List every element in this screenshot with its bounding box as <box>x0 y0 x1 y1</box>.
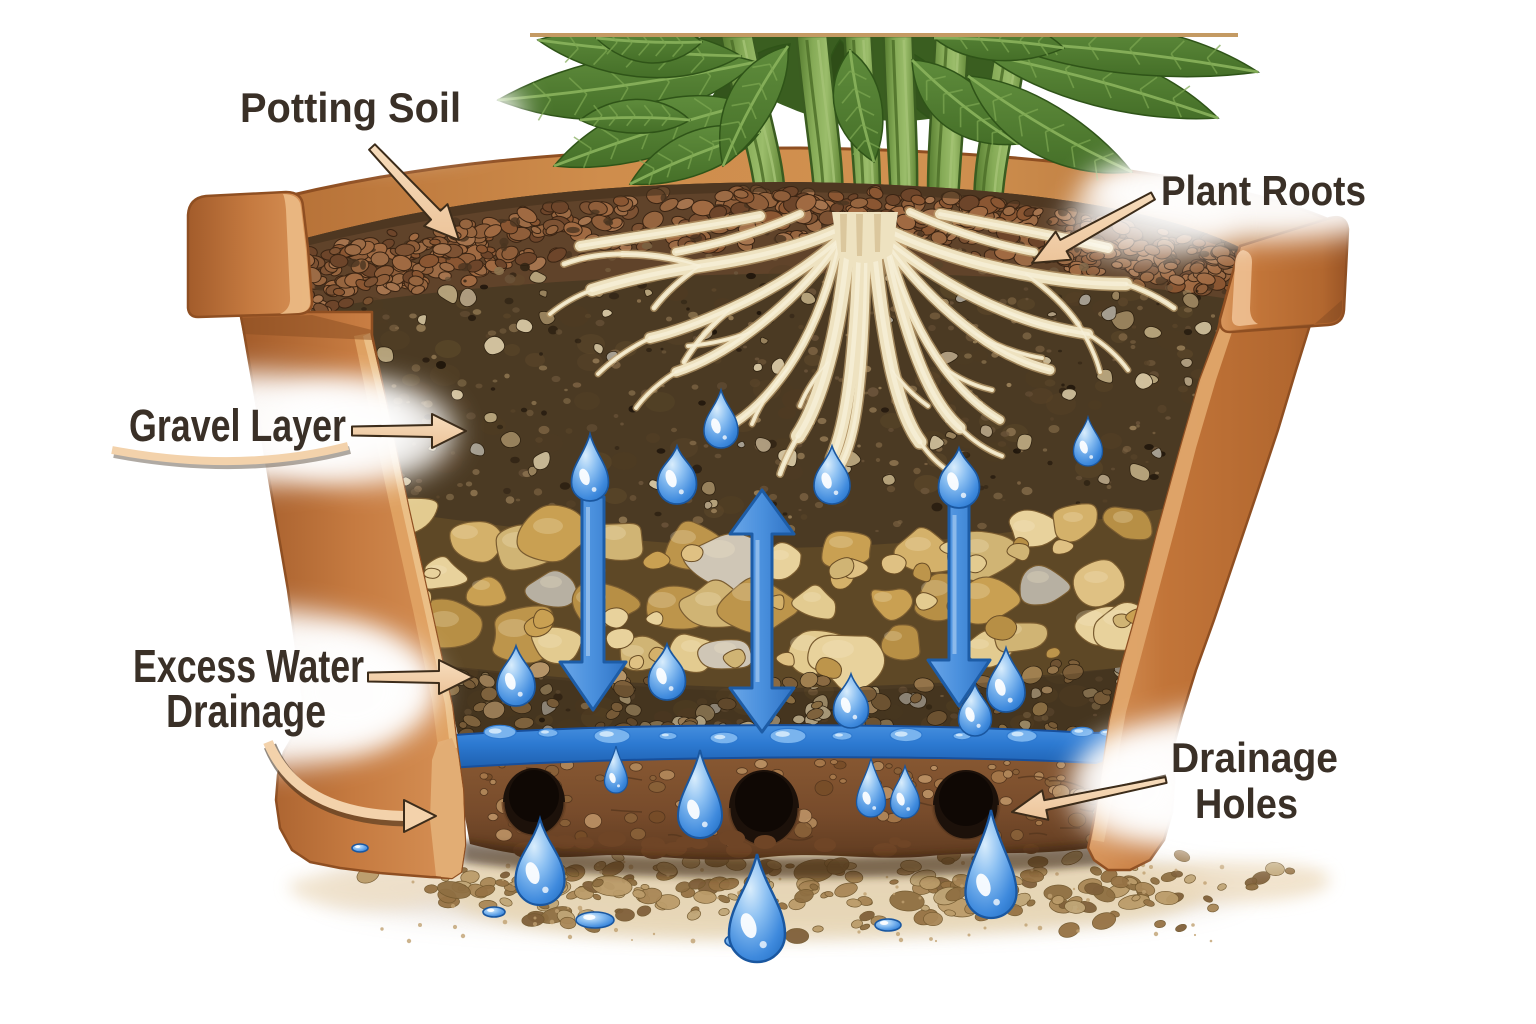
svg-text:Plant Roots: Plant Roots <box>1161 167 1366 214</box>
svg-text:Drainage: Drainage <box>1171 734 1338 781</box>
svg-text:Holes: Holes <box>1195 780 1298 827</box>
svg-text:Gravel Layer: Gravel Layer <box>129 400 346 451</box>
svg-text:Drainage: Drainage <box>166 685 326 737</box>
svg-text:Potting Soil: Potting Soil <box>240 84 461 131</box>
